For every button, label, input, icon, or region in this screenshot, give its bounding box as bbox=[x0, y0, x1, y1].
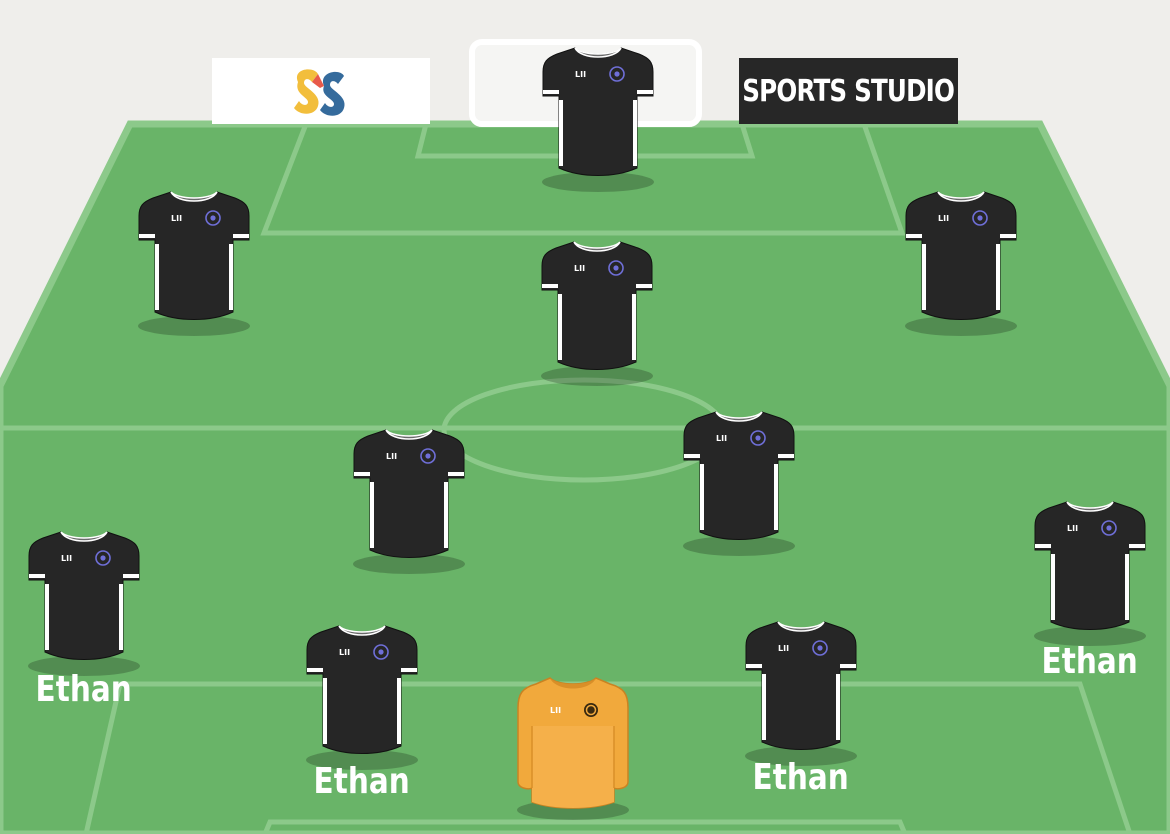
player-jersey[interactable]: LII bbox=[523, 36, 673, 196]
shirt-icon: LII bbox=[745, 621, 857, 766]
shirt-icon: LII bbox=[28, 531, 140, 676]
kit-text: LII bbox=[339, 648, 350, 657]
kit-text: LII bbox=[938, 214, 949, 223]
goalkeeper-jersey[interactable]: LII bbox=[498, 664, 648, 824]
sponsor-logo-panel bbox=[212, 58, 430, 124]
player-name: Ethan bbox=[752, 757, 850, 798]
player-jersey[interactable]: LII Ethan bbox=[726, 610, 876, 798]
player-name: Ethan bbox=[313, 761, 411, 802]
player-name: Ethan bbox=[1041, 641, 1139, 682]
shirt-icon: LII bbox=[905, 191, 1017, 336]
shirt-icon: LII bbox=[353, 429, 465, 574]
player-jersey[interactable]: LII bbox=[664, 400, 814, 560]
player-jersey[interactable]: LII bbox=[886, 180, 1036, 340]
kit-text: LII bbox=[1067, 524, 1078, 533]
kit-text: LII bbox=[550, 706, 561, 715]
player-jersey[interactable]: LII Ethan bbox=[287, 614, 437, 802]
kit-text: LII bbox=[171, 214, 182, 223]
shirt-icon: LII bbox=[306, 625, 418, 770]
shirt-icon: LII bbox=[541, 241, 653, 386]
shirt-icon: LII bbox=[542, 47, 654, 192]
player-jersey[interactable]: LII Ethan bbox=[9, 520, 159, 710]
shirt-icon: LII bbox=[1034, 501, 1146, 646]
keeper-shirt-icon: LII bbox=[517, 677, 629, 820]
shirt-icon: LII bbox=[683, 411, 795, 556]
player-jersey[interactable]: LII bbox=[119, 180, 269, 340]
player-name: Ethan bbox=[35, 669, 133, 710]
shirt-icon: LII bbox=[138, 191, 250, 336]
player-jersey[interactable]: LII Ethan bbox=[1015, 490, 1165, 682]
kit-text: LII bbox=[386, 452, 397, 461]
kit-text: LII bbox=[574, 264, 585, 273]
kit-text: LII bbox=[575, 70, 586, 79]
kit-text: LII bbox=[778, 644, 789, 653]
player-jersey[interactable]: LII bbox=[334, 418, 484, 578]
kit-text: LII bbox=[61, 554, 72, 563]
sports-studio-ss-logo-icon bbox=[294, 69, 345, 116]
brand-title: SPORTS STUDIO bbox=[739, 58, 958, 124]
kit-text: LII bbox=[716, 434, 727, 443]
player-jersey[interactable]: LII bbox=[522, 230, 672, 390]
